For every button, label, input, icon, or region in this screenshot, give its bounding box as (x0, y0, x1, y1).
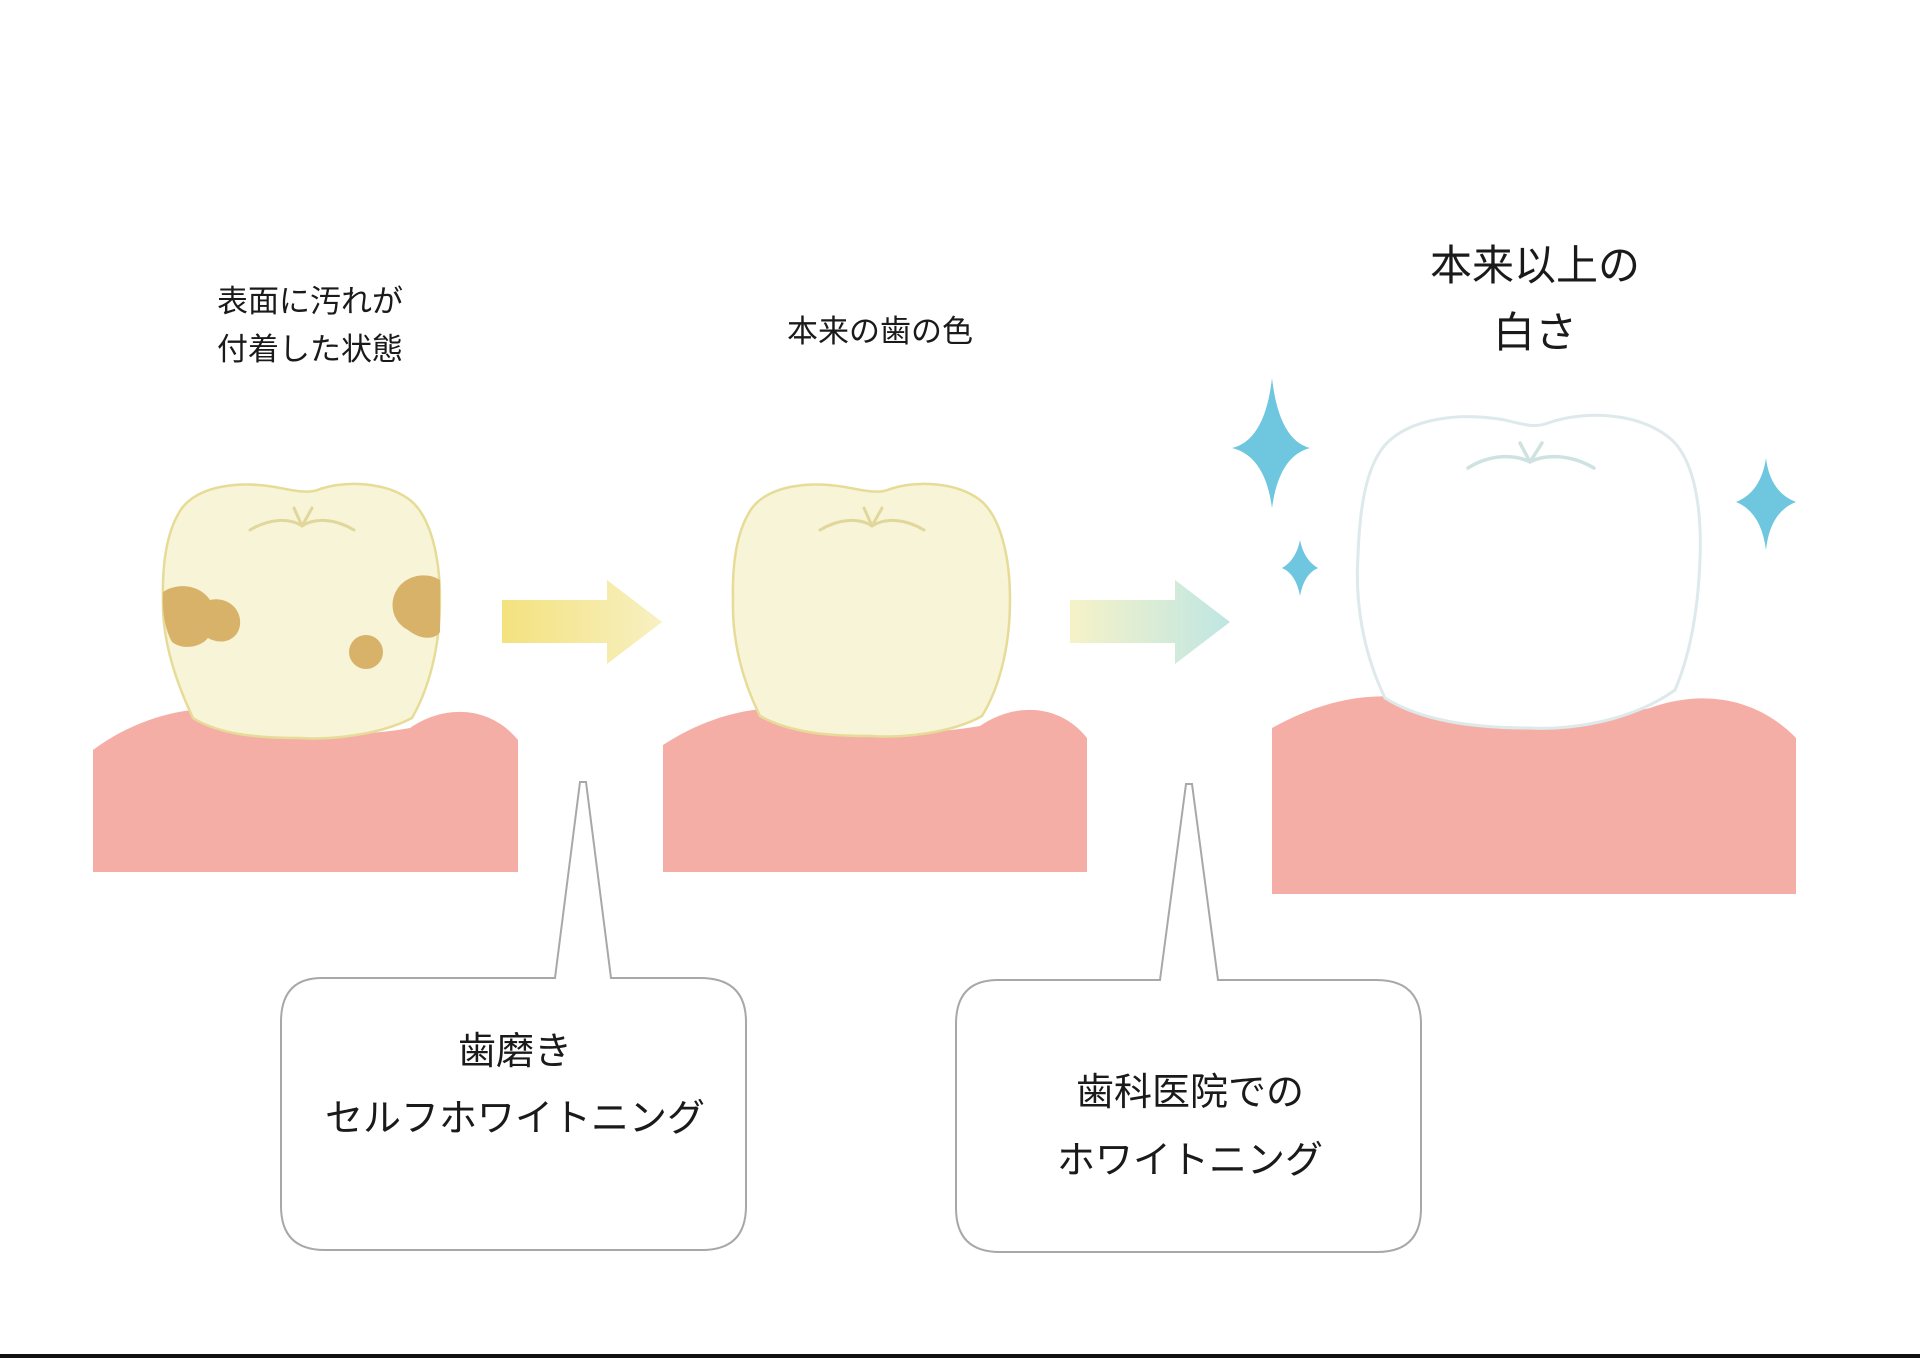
tooth-groove-1 (248, 506, 356, 532)
stage-label-line: 本来以上の (1429, 241, 1640, 290)
callout-line: 歯科医院での (1075, 1070, 1304, 1114)
stain-right (392, 575, 440, 638)
tooth-groove-2 (818, 506, 926, 532)
tooth-natural (731, 482, 1012, 738)
stage-stained (93, 482, 518, 872)
callout-line: 歯磨き (457, 1029, 572, 1073)
gum-2 (663, 708, 1087, 872)
arrow-2 (1070, 580, 1230, 664)
callout-text-1: 歯磨き セルフホワイトニング (290, 1018, 740, 1151)
sparkle-small-icon (1282, 540, 1318, 596)
gum-1 (93, 708, 518, 872)
stage-label-line: 白さ (1492, 308, 1577, 358)
tooth-stained (161, 482, 442, 740)
bottom-border (0, 1354, 1920, 1358)
callout-bubble-1 (280, 781, 747, 1251)
sparkle-large-icon (1232, 378, 1310, 508)
callout-bubble-2 (955, 783, 1422, 1253)
stage-label-line: 付着した状態 (217, 332, 403, 369)
stain-small (349, 635, 383, 669)
stage-natural (663, 482, 1087, 872)
callout-text-2: 歯科医院での ホワイトニング (965, 1058, 1415, 1195)
stage-label-stained: 表面に汚れが 付着した状態 (160, 278, 460, 374)
callout-line: ホワイトニング (1056, 1138, 1323, 1183)
stage-label-line: 本来の歯の色 (787, 314, 973, 350)
stage-label-whiter: 本来以上の 白さ (1380, 232, 1690, 366)
stage-label-natural: 本来の歯の色 (730, 308, 1030, 356)
tooth-white (1355, 413, 1702, 730)
stage-whiter (1272, 413, 1796, 894)
stage-label-line: 表面に汚れが (217, 284, 403, 320)
callout-line: セルフホワイトニング (324, 1095, 705, 1140)
arrow-1 (502, 580, 662, 664)
tooth-groove-3 (1466, 441, 1596, 470)
sparkles (1232, 378, 1796, 596)
gum-3 (1272, 696, 1796, 894)
stain-left (162, 586, 241, 647)
sparkle-right-icon (1736, 458, 1796, 550)
